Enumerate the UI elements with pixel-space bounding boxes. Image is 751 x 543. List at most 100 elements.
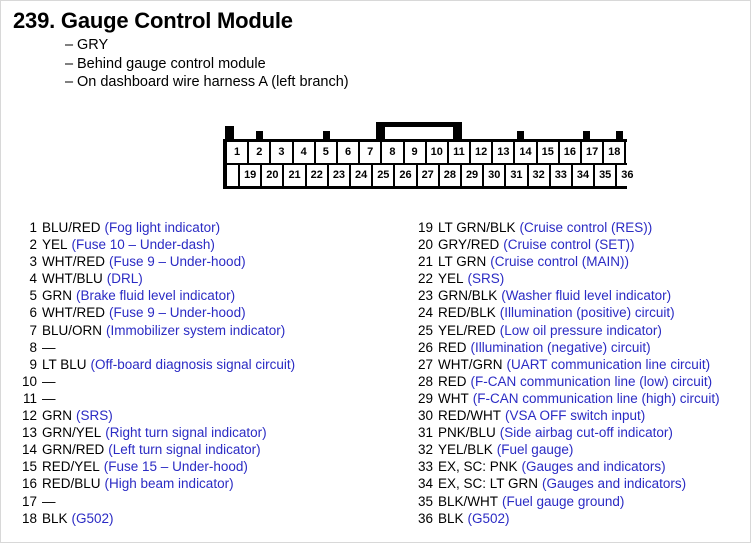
connector-pin-1: 1 [227, 142, 248, 163]
pin-circuit-description: (Fuel gauge ground) [502, 493, 625, 509]
pin-number: 36 [417, 510, 433, 526]
connector-pin-24: 24 [351, 165, 372, 186]
pin-number: 24 [417, 305, 433, 321]
connector-pin-19: 19 [240, 165, 261, 186]
pin-number: 8 [29, 339, 37, 355]
locking-tab-b [323, 131, 330, 139]
page-header: 239. Gauge Control Module – GRY – Behind… [13, 7, 713, 92]
pin-number: 28 [417, 373, 433, 389]
pin-circuit-description: (Immobilizer system indicator) [106, 322, 286, 338]
connector-pin-13: 13 [493, 142, 514, 163]
pin-wire-color: PNK/BLU [438, 425, 496, 441]
list-item-label: Behind gauge control module [77, 55, 266, 72]
connector-pin-31: 31 [506, 165, 527, 186]
connector-pin-29: 29 [461, 165, 483, 186]
pin-wire-color: LT BLU [42, 356, 87, 372]
pin-entry-4: 4 WHT/BLU(DRL) [17, 270, 377, 287]
pin-entry-11: 11 — [17, 390, 377, 407]
pin-wire-color: YEL/BLK [438, 442, 493, 458]
pin-wire-color: YEL/RED [438, 322, 496, 338]
pin-wire-color: LT GRN/BLK [438, 220, 516, 235]
pin-circuit-description: (Cruise control (MAIN)) [490, 254, 630, 270]
pin-circuit-description: (G502) [71, 510, 114, 526]
pin-number: 12 [21, 408, 37, 424]
connector-pin-33: 33 [550, 165, 571, 186]
connector-pin-5: 5 [315, 142, 336, 163]
pin-entry-23: 23 GRN/BLK(Washer fluid level indicator) [413, 287, 751, 304]
pin-circuit-description: (Fuse 9 – Under-hood) [109, 254, 246, 270]
pin-circuit-description: (Illumination (positive) circuit) [499, 305, 675, 321]
pin-circuit-description: (Washer fluid level indicator) [501, 288, 672, 304]
pin-entry-8: 8— [17, 339, 377, 356]
connector-pin-3: 3 [271, 142, 292, 163]
pin-circuit-description: (F-CAN communication line (high) circuit… [472, 390, 720, 406]
connector-handle-bar [376, 122, 462, 127]
connector-pin-28: 28 [439, 165, 460, 186]
pin-wire-color: GRY/RED [438, 237, 500, 253]
pin-circuit-description: (DRL) [106, 271, 143, 287]
connector-tabs [223, 121, 627, 139]
pin-wire-color: WHT/BLU [42, 271, 103, 287]
pin-circuit-description: (Cruise control (RES)) [519, 220, 653, 235]
locking-tab-right-end [616, 131, 623, 139]
connector-pin-20: 20 [262, 165, 283, 186]
pin-circuit-description: (F-CAN communication line (low) circuit) [470, 373, 713, 389]
connector-pin-4: 4 [293, 142, 314, 163]
pin-number: 35 [417, 493, 433, 509]
dash-marker: – [65, 74, 74, 90]
pin-number: 31 [417, 425, 433, 441]
pin-circuit-description: (Gauges and indicators) [542, 476, 687, 492]
pin-number: 2 [29, 237, 37, 253]
pin-number: 32 [417, 442, 433, 458]
pin-wire-color: GRN/BLK [438, 288, 498, 304]
pin-wire-color: RED [438, 373, 467, 389]
pin-wire-color: — [42, 390, 56, 406]
connector-info-list: – GRY – Behind gauge control module – On… [13, 36, 713, 92]
pin-wire-color: YEL [438, 271, 464, 287]
connector-pin-25: 25 [373, 165, 394, 186]
connector-pin-21: 21 [284, 165, 305, 186]
pin-number: 19 [417, 220, 433, 235]
pin-circuit-description: (Fuse 9 – Under-hood) [109, 305, 246, 321]
pin-number: 17 [21, 493, 37, 509]
pin-number: 20 [417, 237, 433, 253]
connector-pin-14: 14 [515, 142, 536, 163]
pin-wire-color: YEL [42, 237, 68, 253]
pin-number: 23 [417, 288, 433, 304]
pin-circuit-description: (Side airbag cut-off indicator) [499, 425, 673, 441]
pin-number: 33 [417, 459, 433, 475]
dash-marker: – [65, 55, 74, 72]
pin-circuit-description: (Off-board diagnosis signal circuit) [90, 356, 296, 372]
connector-pin-18: 18 [604, 142, 625, 163]
connector-pin-35: 35 [595, 165, 616, 186]
pin-number: 4 [29, 271, 37, 287]
pin-wire-color: RED/YEL [42, 459, 100, 475]
connector-cell-blank-bottom-start [227, 165, 239, 186]
pin-number: 11 [22, 390, 37, 406]
pin-wire-color: WHT/RED [42, 305, 105, 321]
pin-wire-color: RED/BLK [438, 305, 496, 321]
connector-pin-12: 12 [471, 142, 492, 163]
pin-wire-color: WHT [438, 390, 469, 406]
locking-tab-d [583, 131, 590, 139]
list-item: – Behind gauge control module [13, 55, 713, 74]
pin-number: 15 [21, 459, 37, 475]
pin-number: 13 [21, 425, 37, 441]
